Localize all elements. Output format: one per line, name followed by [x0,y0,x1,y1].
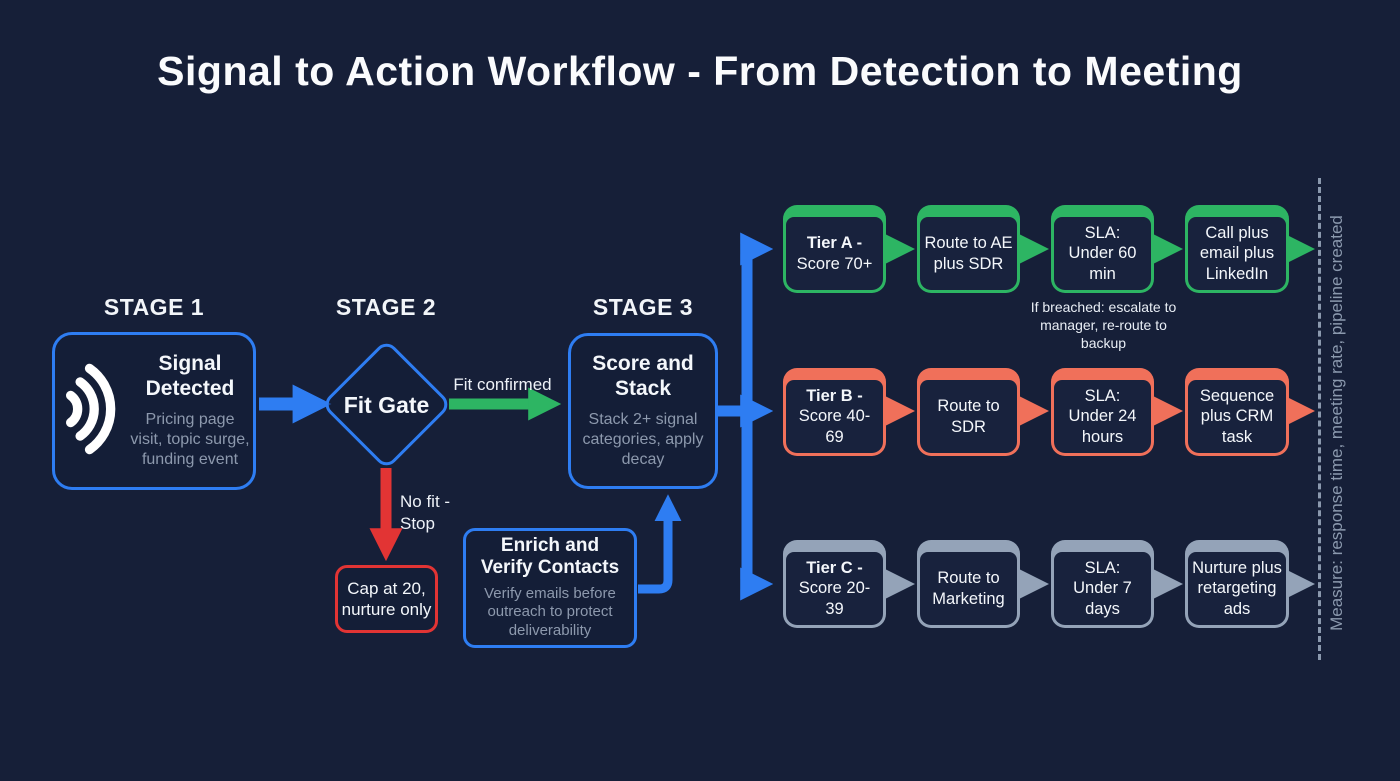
enrich-verify-box: Enrich and Verify Contacts Verify emails… [463,528,637,648]
tier-a-score: Score 70+ [796,254,873,273]
tier-b-action-text: Sequence plus CRM task [1199,387,1275,446]
arrow-score-to-tier-a [740,232,774,411]
tier-b-route-text: Route to SDR [937,397,1000,436]
tier-c-sla-box: SLA: Under 7 days [1051,540,1154,628]
tier-c-route-box: Route to Marketing [917,540,1020,628]
tier-c-action-box: Nurture plus retargeting ads [1185,540,1289,628]
tier-a-name: Tier A - [806,234,863,253]
fit-gate-title: Fit Gate [343,391,430,418]
enrich-verify-subtitle: Verify emails before outreach to protect… [484,584,616,640]
stage-2-label: STAGE 2 [335,294,437,320]
tier-a-box: Tier A - Score 70+ [783,205,886,293]
no-fit-label: No fit - Stop [400,492,451,534]
tier-c-name: Tier C - [806,559,863,578]
tier-c-action-text: Nurture plus retargeting ads [1192,559,1282,618]
tier-a-action-text: Call plus email plus LinkedIn [1199,224,1275,283]
fit-confirmed-label: Fit confirmed [453,375,552,394]
page-title: Signal to Action Workflow - From Detecti… [157,48,1243,94]
measure-dashed-line [1318,178,1321,660]
cap-nurture-box: Cap at 20, nurture only [335,565,438,633]
measure-label: Measure: response time, meeting rate, pi… [1327,215,1346,631]
score-stack-box: Score and Stack Stack 2+ signal categori… [568,333,718,489]
tier-c-route-text: Route to Marketing [932,569,1005,608]
tier-b-sla-box: SLA: Under 24 hours [1051,368,1154,456]
tier-c-sla-text: SLA: Under 7 days [1073,559,1132,618]
tier-a-route-box: Route to AE plus SDR [917,205,1020,293]
arrow-score-to-tier-c [740,411,774,601]
tier-b-sla-text: SLA: Under 24 hours [1068,387,1137,446]
tier-a-route-text: Route to AE plus SDR [924,234,1013,273]
tier-b-name: Tier B - [806,387,863,406]
signal-detected-title: Signal Detected [145,352,235,400]
signal-detected-box: Signal Detected Pricing page visit, topi… [52,332,256,490]
cap-nurture-text: Cap at 20, nurture only [341,578,432,619]
tier-a-action-box: Call plus email plus LinkedIn [1185,205,1289,293]
tier-b-score: Score 40-69 [798,407,871,446]
arrow-enrich-to-score [638,494,682,594]
stage-3-label: STAGE 3 [592,294,694,320]
tier-b-action-box: Sequence plus CRM task [1185,368,1289,456]
tier-a-sla-text: SLA: Under 60 min [1068,224,1137,283]
tier-b-box: Tier B - Score 40-69 [783,368,886,456]
score-stack-title: Score and Stack [592,352,694,400]
sla-breach-note: If breached: escalate to manager, re-rou… [1030,299,1177,352]
score-stack-subtitle: Stack 2+ signal categories, apply decay [582,410,704,468]
signal-waves-icon [57,357,119,466]
tier-c-score: Score 20-39 [798,579,871,618]
tier-b-route-box: Route to SDR [917,368,1020,456]
signal-detected-subtitle: Pricing page visit, topic surge, funding… [130,410,250,468]
enrich-verify-title: Enrich and Verify Contacts [480,535,620,578]
tier-c-box: Tier C - Score 20-39 [783,540,886,628]
tier-a-sla-box: SLA: Under 60 min [1051,205,1154,293]
stage-1-label: STAGE 1 [103,294,205,320]
